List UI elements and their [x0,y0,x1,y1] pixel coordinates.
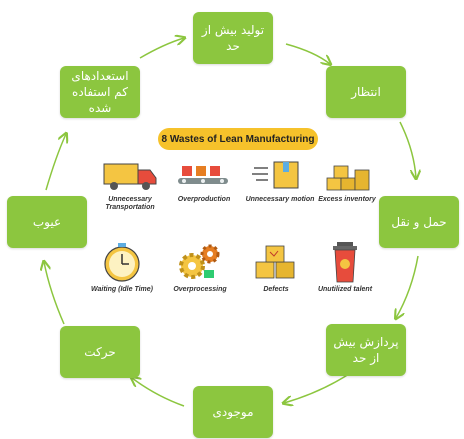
arrow-7 [45,134,66,191]
step-unused-talent: استعدادهای کم استفاده شده [60,66,140,118]
step-motion: حرکت [60,326,140,378]
arrow-1 [285,43,330,64]
step-overprocessing: پردازش بیش از حد [326,324,406,376]
step-inventory: موجودی [193,386,273,438]
conveyor-icon [178,166,228,184]
step-defects: عیوب [7,196,87,248]
arrow-4 [284,371,353,403]
arrow-8 [139,38,184,59]
step-overproduction: تولید بیش از حد [193,12,273,64]
trash-bin-icon [333,242,357,283]
step-waiting: انتظار [326,66,406,118]
clock-icon [104,243,140,282]
arrow-3 [396,255,419,318]
waste-inventory: Excess inventory [308,158,386,204]
waste-talent: Unutilized talent [306,240,384,294]
waste-motion: Unnecessary motion [241,158,319,204]
moving-box-icon [252,161,299,189]
gears-icon [179,244,220,279]
arrow-6 [44,262,65,325]
center-title: 8 Wastes of Lean Manufacturing [158,128,318,150]
arrow-5 [132,378,185,407]
waste-transportation: Unnecessary Transportation [91,158,169,213]
waste-defects: Defects [237,240,315,294]
stacked-boxes-icon [326,165,370,191]
arrow-2 [399,121,416,178]
truck-icon [103,163,157,190]
waste-waiting: Waiting (Idle Time) [83,240,161,294]
damaged-boxes-icon [255,245,295,279]
waste-overprocessing: Overprocessing [161,240,239,294]
step-transportation: حمل و نقل [379,196,459,248]
waste-overproduction: Overproduction [165,158,243,204]
